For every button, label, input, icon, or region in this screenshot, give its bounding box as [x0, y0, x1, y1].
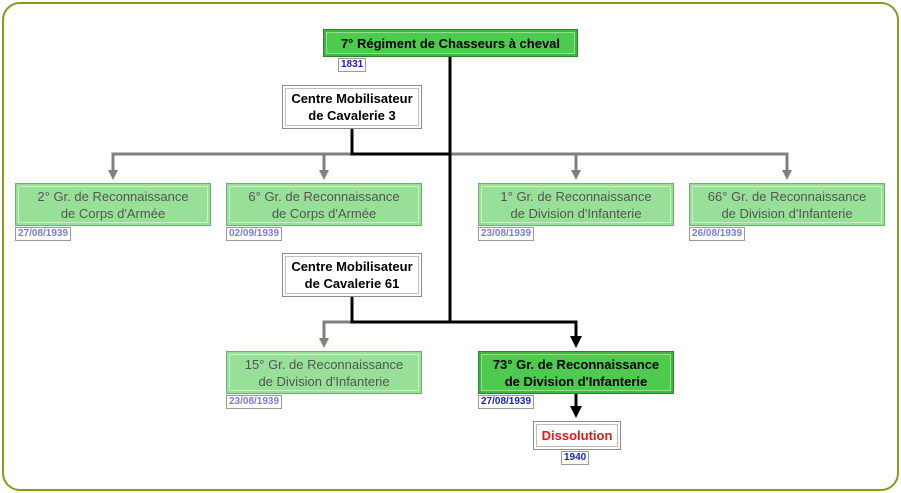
edge-to-66gr: [576, 152, 792, 180]
mobilisateur-61-line2: de Cavalerie 61: [304, 276, 400, 291]
unit-66gr-date: 26/08/1939: [692, 228, 743, 239]
unit-1gr-date-badge: 23/08/1939: [478, 227, 535, 241]
unit-66gr-date-badge: 26/08/1939: [689, 227, 746, 241]
unit-1gr-date: 23/08/1939: [481, 228, 532, 239]
mobilisateur-3-line1: Centre Mobilisateur: [291, 91, 413, 106]
unit-6gr-line2: de Corps d'Armée: [271, 205, 377, 221]
mobilisateur-61-node: Centre Mobilisateur de Cavalerie 61: [282, 253, 422, 297]
unit-2gr-date: 27/08/1939: [18, 228, 69, 239]
edge-to-15gr: [319, 320, 352, 348]
unit-73gr-date: 27/08/1939: [481, 396, 532, 407]
unit-66gr-line2: de Division d'Infanterie: [721, 205, 853, 221]
unit-73gr-line1: 73° Gr. de Reconnaissance: [492, 356, 660, 372]
mobilisateur-61-line1: Centre Mobilisateur: [291, 259, 413, 274]
edge-cm61-branch: [350, 296, 582, 348]
unit-15gr-date-badge: 23/08/1939: [226, 395, 283, 409]
unit-6gr-node: 6° Gr. de Reconnaissance de Corps d'Armé…: [226, 183, 422, 226]
unit-6gr-line1: 6° Gr. de Reconnaissance: [248, 188, 400, 204]
unit-66gr-node: 66° Gr. de Reconnaissance de Division d'…: [689, 183, 885, 226]
unit-2gr-node: 2° Gr. de Reconnaissance de Corps d'Armé…: [15, 183, 211, 226]
unit-6gr-date: 02/09/1939: [229, 228, 280, 239]
dissolution-node: Dissolution: [533, 421, 621, 450]
dissolution-label: Dissolution: [541, 428, 613, 443]
mobilisateur-3-node: Centre Mobilisateur de Cavalerie 3: [282, 85, 422, 129]
unit-15gr-line1: 15° Gr. de Reconnaissance: [244, 356, 404, 372]
unit-73gr-node: 73° Gr. de Reconnaissance de Division d'…: [478, 351, 674, 394]
unit-15gr-node: 15° Gr. de Reconnaissance de Division d'…: [226, 351, 422, 394]
unit-2gr-date-badge: 27/08/1939: [15, 227, 72, 241]
edge-to-2gr: [108, 152, 352, 180]
edge-cm3-branch: [350, 128, 450, 156]
unit-1gr-line2: de Division d'Infanterie: [510, 205, 642, 221]
dissolution-date: 1940: [564, 452, 587, 463]
unit-2gr-line2: de Corps d'Armée: [60, 205, 166, 221]
dissolution-date-badge: 1940: [561, 451, 590, 465]
unit-66gr-line1: 66° Gr. de Reconnaissance: [707, 188, 867, 204]
root-regiment-label: 7° Régiment de Chasseurs à cheval: [340, 35, 561, 51]
unit-1gr-line1: 1° Gr. de Reconnaissance: [500, 188, 652, 204]
unit-73gr-date-badge: 27/08/1939: [478, 395, 535, 409]
mobilisateur-3-line2: de Cavalerie 3: [308, 108, 396, 123]
unit-15gr-date: 23/08/1939: [229, 396, 280, 407]
unit-6gr-date-badge: 02/09/1939: [226, 227, 283, 241]
edge-to-1gr: [450, 152, 581, 180]
root-date-badge: 1831: [338, 58, 367, 72]
unit-73gr-line2: de Division d'Infanterie: [504, 373, 648, 389]
unit-2gr-line1: 2° Gr. de Reconnaissance: [37, 188, 189, 204]
root-regiment-node: 7° Régiment de Chasseurs à cheval: [323, 29, 578, 57]
unit-15gr-line2: de Division d'Infanterie: [258, 373, 390, 389]
unit-1gr-node: 1° Gr. de Reconnaissance de Division d'I…: [478, 183, 674, 226]
root-date: 1831: [341, 59, 364, 70]
